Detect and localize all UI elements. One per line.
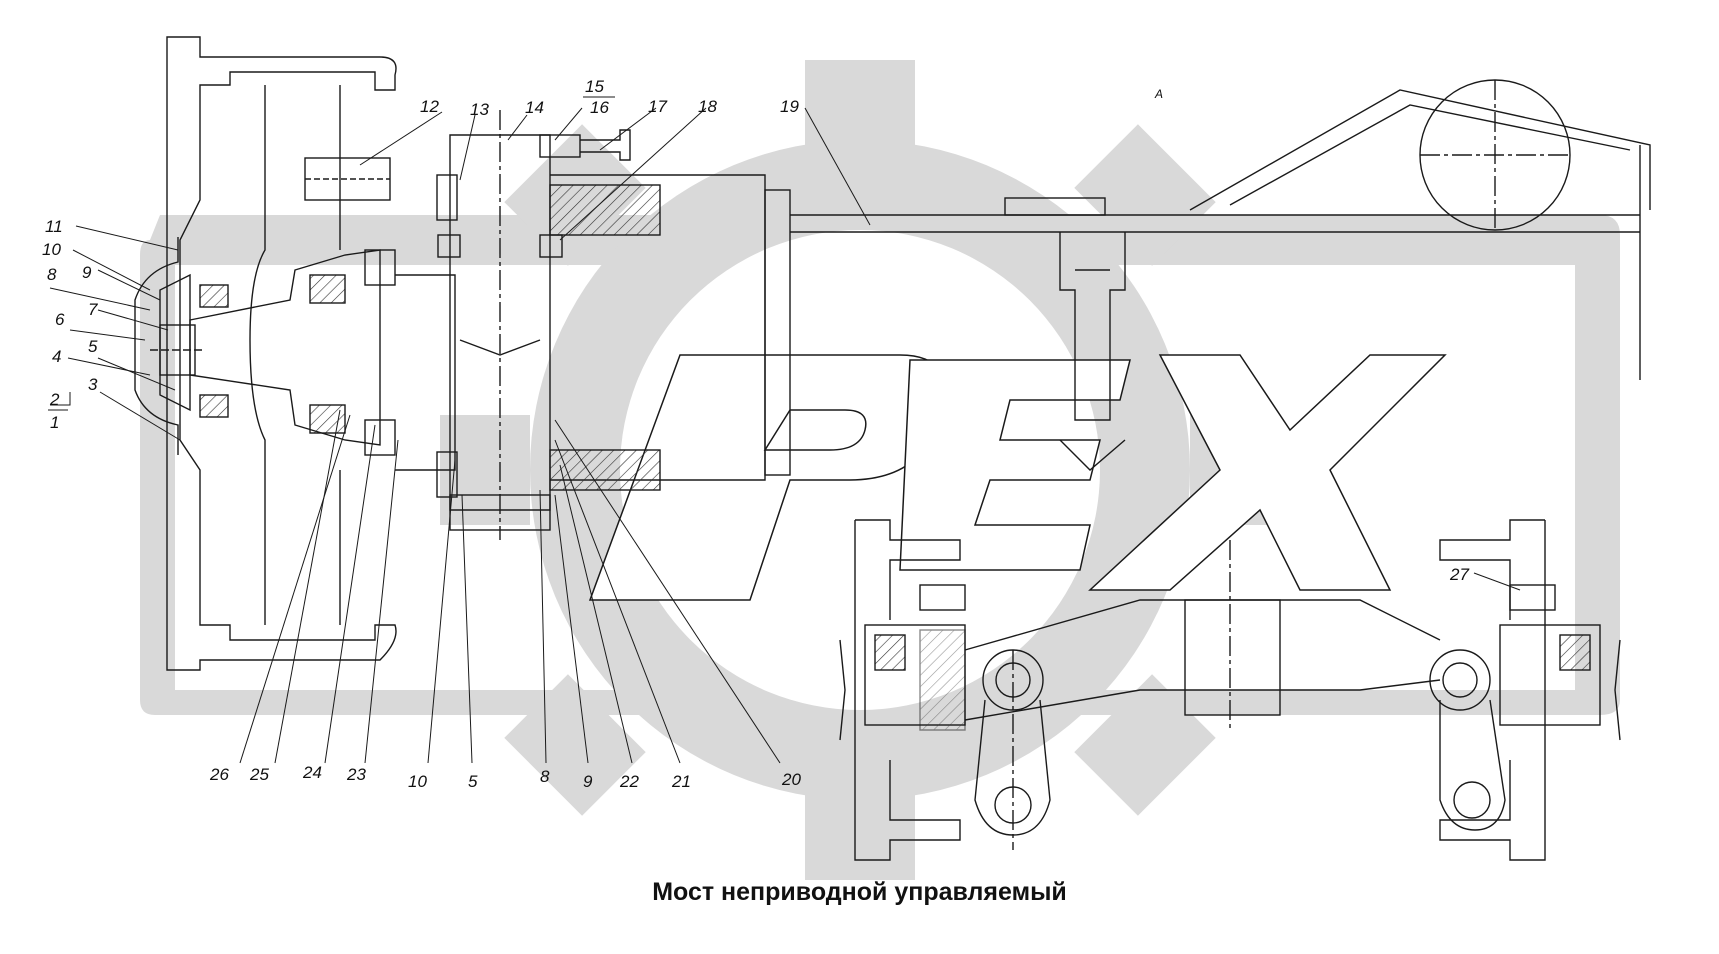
callout-13: 13 [470, 100, 489, 119]
hub-section-view [134, 36, 1651, 671]
watermark [140, 60, 1620, 880]
callout-24: 24 [302, 763, 322, 782]
callout-11: 11 [45, 217, 63, 236]
axle-top-view [839, 519, 1621, 861]
callout-10-bottom: 10 [408, 772, 427, 791]
callout-5-bottom: 5 [468, 772, 478, 791]
callout-2: 2 [49, 390, 60, 409]
callout-labels: 11 10 9 8 7 6 5 4 3 2 1 12 13 14 15 16 1… [42, 77, 1469, 791]
callout-7: 7 [88, 300, 98, 319]
callout-20: 20 [781, 770, 801, 789]
watermark-pex-letters [588, 354, 1447, 601]
leader-lines [49, 107, 1521, 764]
view-marker-a: A [1154, 87, 1163, 101]
callout-8-bottom: 8 [540, 767, 550, 786]
callout-27: 27 [1449, 565, 1469, 584]
callout-25: 25 [249, 765, 269, 784]
callout-21: 21 [671, 772, 691, 791]
callout-14: 14 [525, 98, 544, 117]
callout-16: 16 [590, 98, 609, 117]
callout-17: 17 [648, 97, 667, 116]
callout-22: 22 [619, 772, 639, 791]
callout-12: 12 [420, 97, 439, 116]
callout-18: 18 [698, 97, 717, 116]
callout-15: 15 [585, 77, 604, 96]
drawing-caption: Мост неприводной управляемый [652, 878, 1067, 906]
callout-1: 1 [50, 413, 59, 432]
callout-9: 9 [82, 263, 92, 282]
callout-10: 10 [42, 240, 61, 259]
callout-26: 26 [209, 765, 229, 784]
callout-6: 6 [55, 310, 65, 329]
callout-4: 4 [52, 347, 61, 366]
callout-19: 19 [780, 97, 799, 116]
callout-8: 8 [47, 265, 57, 284]
callout-23: 23 [346, 765, 366, 784]
callout-3: 3 [88, 375, 98, 394]
callout-9-bottom: 9 [583, 772, 593, 791]
callout-5: 5 [88, 337, 98, 356]
